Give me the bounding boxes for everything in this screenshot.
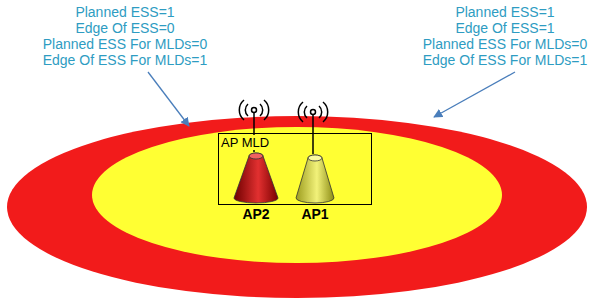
status-annotation: Edge Of ESS=1 — [455, 20, 554, 36]
mld-box: AP2AP1AP MLD — [218, 133, 372, 205]
ap-cone-shape — [295, 154, 335, 204]
outer-edge-region — [7, 116, 587, 298]
ap-label: AP1 — [301, 206, 328, 222]
status-annotation: Planned ESS For MLDs=0 — [43, 36, 208, 52]
leader-line — [148, 72, 189, 126]
leader-line — [434, 72, 515, 117]
status-annotation: Planned ESS For MLDs=0 — [423, 36, 588, 52]
access-point: AP1 — [295, 154, 335, 222]
antenna-symbol — [298, 102, 327, 154]
ap-cone-shape — [233, 152, 279, 204]
status-annotation: Edge Of ESS=0 — [75, 20, 174, 36]
mld-label: AP MLD — [220, 135, 270, 150]
access-point: AP2 — [233, 152, 279, 222]
ap-label: AP2 — [242, 206, 269, 222]
status-annotation: Planned ESS=1 — [455, 4, 554, 20]
inner-ess-region — [92, 127, 502, 263]
status-annotation: Edge Of ESS For MLDs=1 — [43, 52, 208, 68]
status-annotation: Edge Of ESS For MLDs=1 — [423, 52, 588, 68]
status-annotation: Planned ESS=1 — [75, 4, 174, 20]
